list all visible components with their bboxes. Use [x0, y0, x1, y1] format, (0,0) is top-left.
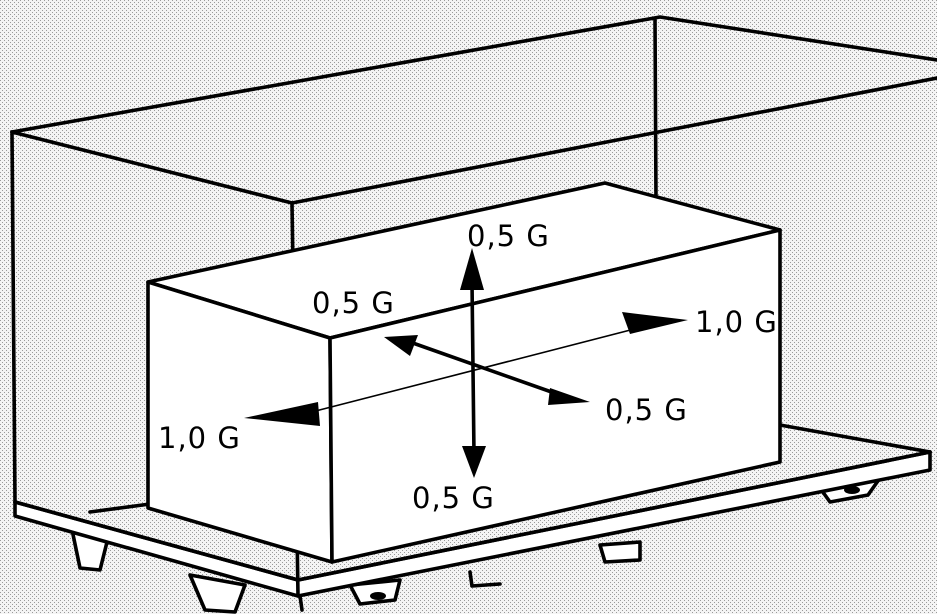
lateral-force-line: [408, 340, 562, 397]
label-down: 0,5 G: [412, 481, 495, 515]
label-lateral-left: 0,5 G: [312, 286, 395, 320]
vertical-force-line: [470, 280, 476, 457]
forward-arrow-icon: [622, 312, 688, 334]
up-arrow-icon: [460, 248, 484, 290]
down-arrow-icon: [462, 446, 486, 478]
label-forward: 1,0 G: [695, 305, 778, 339]
label-backward: 1,0 G: [158, 421, 241, 455]
label-up: 0,5 G: [467, 219, 550, 253]
longitudinal-force-line: [299, 324, 651, 416]
backward-arrow-icon: [244, 402, 320, 426]
force-vectors: [244, 248, 688, 478]
pallet-feet: [68, 476, 882, 614]
lateral-right-arrow-icon: [548, 388, 590, 405]
lateral-left-arrow-icon: [384, 335, 418, 356]
label-lateral-right: 0,5 G: [605, 393, 688, 427]
